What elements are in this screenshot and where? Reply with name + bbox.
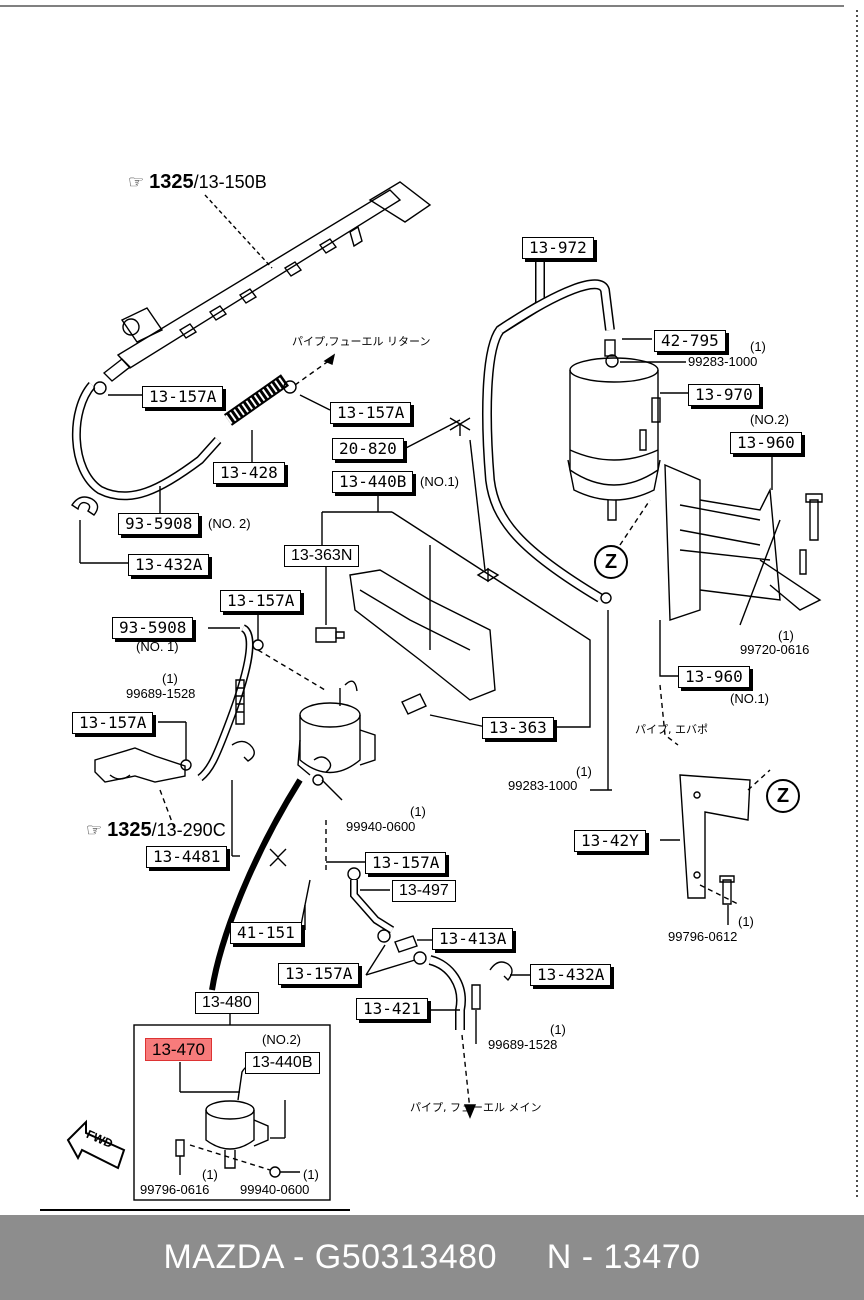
part-13-157a-5: 13-157A [365, 852, 447, 874]
part-99283-1000-a: 99283-1000 [688, 354, 758, 369]
part-13-480: 13-480 [195, 992, 259, 1014]
part-99689-1528-a: 99689-1528 [126, 686, 196, 701]
qty-99689-a: (1) [162, 671, 178, 686]
tag-13-960-no2: (NO.2) [750, 412, 789, 427]
part-13-497: 13-497 [392, 880, 456, 902]
part-13-432a-2: 13-432A [530, 964, 612, 986]
part-99796-0616: 99796-0616 [140, 1182, 210, 1197]
part-13-970: 13-970 [688, 384, 760, 406]
qty-99796-a: (1) [738, 914, 754, 929]
qty-42-795: (1) [750, 339, 766, 354]
z-marker-1: Z [594, 545, 628, 579]
qty-99940-a: (1) [410, 804, 426, 819]
z-marker-2: Z [766, 779, 800, 813]
part-13-157a-6: 13-157A [278, 963, 360, 985]
part-99940-0600-b: 99940-0600 [240, 1182, 310, 1197]
ref-1325-13-150b: ☞ 1325/13-150B [128, 171, 267, 193]
part-13-428: 13-428 [213, 462, 285, 484]
part-99689-1528-b: 99689-1528 [488, 1037, 558, 1052]
note-fuel-return-pipe: パイプ,フューエル リターン [292, 335, 431, 348]
part-13-157a-3: 13-157A [220, 590, 302, 612]
tag-13-440b-no1: (NO.1) [420, 474, 459, 489]
part-13-157a-1: 13-157A [142, 386, 224, 408]
qty-99940-b: (1) [303, 1167, 319, 1182]
part-13-157a-2: 13-157A [330, 402, 412, 424]
part-41-151: 41-151 [230, 922, 302, 944]
part-13-363: 13-363 [482, 717, 554, 739]
diagram-drawing [0, 5, 858, 1211]
ref-1325-13-290c: ☞ 1325/13-290C [86, 819, 226, 841]
part-99796-0612: 99796-0612 [668, 929, 738, 944]
part-99720-0616: 99720-0616 [740, 642, 810, 657]
part-13-960-b: 13-960 [678, 666, 750, 688]
part-93-5908-no2: 93-5908 [118, 513, 200, 535]
part-13-960-a: 13-960 [730, 432, 802, 454]
part-13-421: 13-421 [356, 998, 428, 1020]
fuel-filter [297, 680, 376, 776]
note-fuel-main-pipe: パイプ, フューエル メイン [410, 1101, 542, 1114]
part-13-440b: 13-440B [332, 471, 414, 493]
canister [567, 339, 661, 521]
footer-part-info: MAZDA - G50313480 N - 13470 [163, 1238, 701, 1276]
qty-99720: (1) [778, 628, 794, 643]
part-13-157a-4: 13-157A [72, 712, 154, 734]
part-20-820: 20-820 [332, 438, 404, 460]
tag-13-440b-no2: (NO.2) [262, 1032, 301, 1047]
part-13-363n: 13-363N [284, 545, 360, 567]
footer-bar: MAZDA - G50313480 N - 13470 [0, 1215, 864, 1300]
tag-13-960-no1: (NO.1) [730, 691, 769, 706]
part-13-4481: 13-4481 [146, 846, 228, 868]
part-13-432a-1: 13-432A [128, 554, 210, 576]
part-99283-1000-b: 99283-1000 [508, 778, 578, 793]
note-evap-pipe: パイプ, エバポ [635, 723, 708, 736]
part-13-440b-no2: 13-440B [245, 1052, 320, 1074]
parts-diagram: ☞ 1325/13-150B ☞ 1325/13-290C 13-972 42-… [0, 5, 858, 1211]
fuel-rail [102, 181, 432, 382]
part-13-972: 13-972 [522, 237, 594, 259]
bottom-fuel-filter [205, 1065, 269, 1169]
qty-99796-b: (1) [202, 1167, 218, 1182]
part-99940-0600-a: 99940-0600 [346, 819, 416, 834]
part-13-413a: 13-413A [432, 928, 514, 950]
part-42-795: 42-795 [654, 330, 726, 352]
qty-99283-b: (1) [576, 764, 592, 779]
tag-93-5908-no2: (NO. 2) [208, 516, 251, 531]
qty-99689-b: (1) [550, 1022, 566, 1037]
part-13-42y: 13-42Y [574, 830, 646, 852]
part-13-470-highlighted[interactable]: 13-470 [145, 1038, 212, 1061]
tag-93-5908-no1: (NO. 1) [136, 639, 179, 654]
part-93-5908-no1: 93-5908 [112, 617, 194, 639]
